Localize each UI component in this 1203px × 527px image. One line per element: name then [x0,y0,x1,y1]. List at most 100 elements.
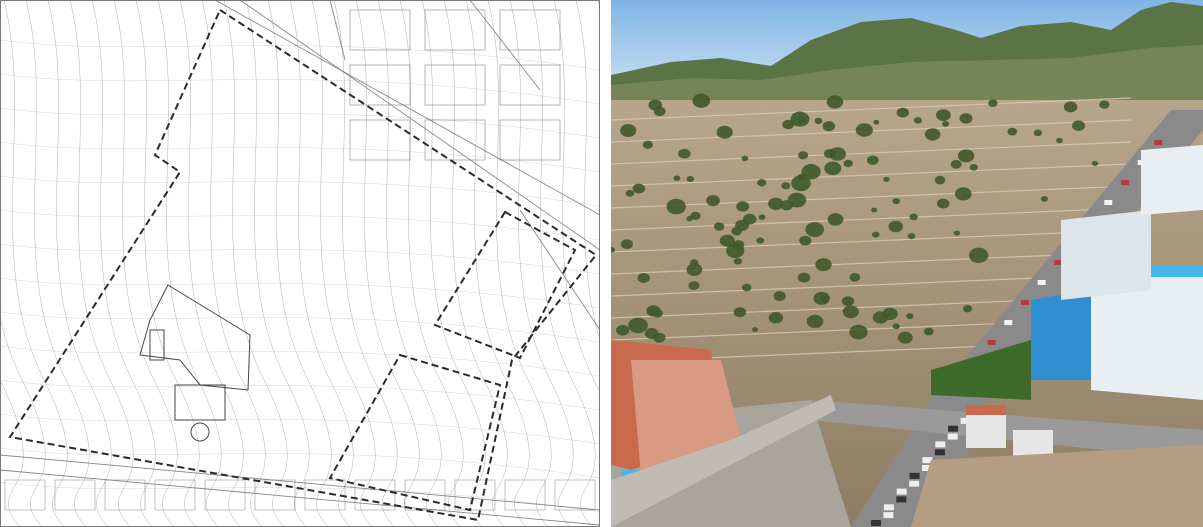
contour-line [223,0,288,527]
parcel-outline [554,479,596,511]
tree [892,323,900,330]
parked-car [896,496,907,503]
tree [883,176,890,182]
tree [637,273,650,283]
plan-boundary-main [8,8,598,522]
parked-car [1021,300,1029,305]
building-footprint [174,384,226,421]
tree [688,281,700,290]
tree [692,93,711,108]
contour-line [0,141,600,173]
street-grid [0,0,600,526]
parcel-outline [54,479,96,511]
tree [896,107,909,118]
contour-line [0,243,600,275]
tree [882,307,898,320]
tree [897,331,913,344]
contour-line [0,73,600,105]
tree [841,296,855,307]
parcel-outline [499,9,561,51]
tree [923,327,934,336]
tree [934,175,946,185]
street-edge [0,454,600,511]
contour-line [0,209,600,241]
tree [1063,101,1078,113]
parked-car [948,425,959,432]
planning-boundaries [8,8,598,522]
contour-line [245,0,310,527]
parked-car [1154,140,1163,145]
tree [628,317,648,334]
tree [829,147,846,161]
contour-line [69,0,134,527]
parked-car [934,449,945,456]
tree [871,207,878,213]
tree [616,325,630,336]
terrace-wall [611,119,1132,143]
contour-line [47,0,112,527]
street-edge [469,0,541,91]
tree [815,258,832,272]
terrace-wall [611,97,1132,121]
street-edge [0,469,600,526]
contour-line [113,0,178,527]
tree [799,235,812,246]
tree [842,305,859,319]
contour-line [0,379,600,411]
tree [690,259,699,266]
parcel-outline [504,479,546,511]
tree [849,324,868,340]
parcel-outline [349,64,411,106]
tree [757,179,767,187]
tree [913,117,922,124]
tree [798,151,809,160]
terrace-wall [611,141,1132,165]
contour-line [289,0,354,527]
tree [719,234,735,247]
tree [1033,129,1043,137]
tree [797,272,811,283]
tree [787,192,807,208]
terrace-wall [611,207,1132,231]
tree [713,222,725,231]
contour-line [0,315,46,527]
tree [716,125,733,139]
tree [906,313,914,320]
contour-line [157,0,222,527]
contour-line [333,0,398,527]
tree [733,307,747,318]
tree [690,211,701,220]
contour-line [91,0,156,527]
vegetation [611,93,1133,344]
contour-line [267,0,332,527]
aerial-photo [611,0,1203,527]
contour-line [399,0,464,527]
contour-line [355,0,420,527]
parked-car [1054,260,1063,265]
parked-car [947,433,958,440]
contour-line [0,277,600,309]
parcel-outline [349,119,411,161]
contour-line [0,481,600,513]
contour-line [553,0,600,394]
terrace-wall [611,229,1132,253]
tree [942,121,950,127]
tree [813,291,830,305]
parcel-outline [454,479,496,511]
parcel-outline [424,64,486,106]
tree [758,214,766,220]
parked-car [883,504,894,511]
building-footprint [149,329,165,361]
contour-line [0,107,600,139]
terrace-wall [611,163,1132,187]
round-structure [190,422,210,442]
street-edge [239,0,600,251]
tree [782,119,795,130]
parcel-outline [104,479,146,511]
parked-car [883,512,894,519]
industrial-building-right [931,145,1203,400]
contour-line [465,0,530,527]
tree [873,119,880,125]
tree [872,231,880,238]
parked-car [1104,200,1113,205]
